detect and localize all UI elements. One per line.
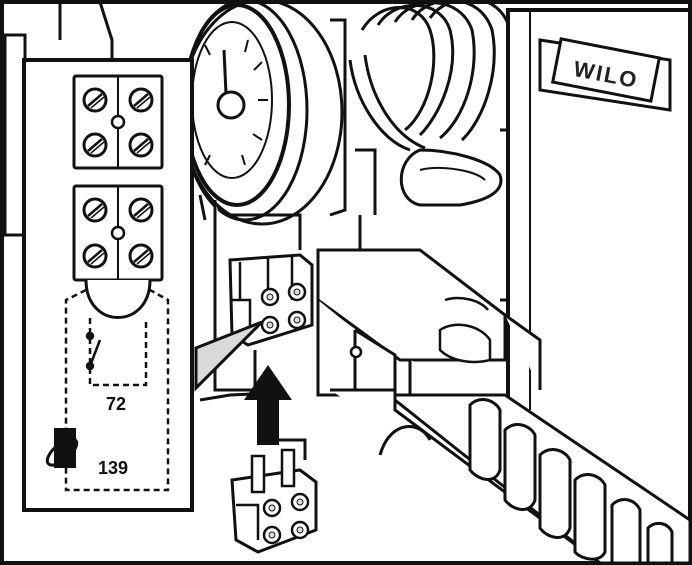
connector-plug-icon bbox=[230, 448, 318, 554]
callout-pointer bbox=[194, 320, 264, 392]
heat-exchanger-coil bbox=[348, 0, 512, 152]
sensor-terminal-label: 139 bbox=[98, 458, 129, 478]
inset-detail-panel bbox=[22, 58, 194, 512]
vent-slots bbox=[438, 296, 674, 565]
wilo-pump-housing bbox=[506, 8, 692, 522]
terminal-block-icon bbox=[72, 74, 164, 319]
switch-terminal-label: 72 bbox=[106, 394, 127, 414]
arrow-up-icon bbox=[244, 365, 292, 445]
sensor-icon bbox=[45, 428, 79, 468]
switch-icon bbox=[85, 331, 102, 371]
